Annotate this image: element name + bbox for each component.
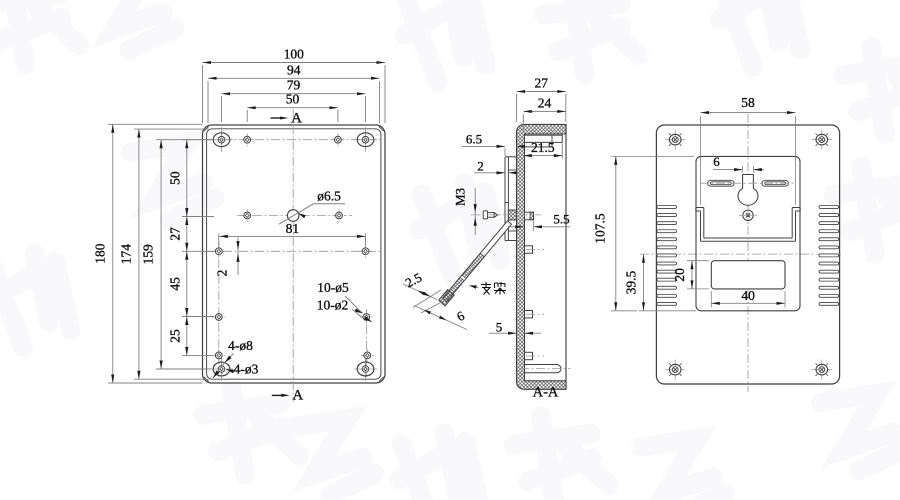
svg-text:24: 24	[538, 95, 552, 110]
svg-text:180: 180	[92, 243, 107, 264]
svg-text:81: 81	[286, 221, 300, 236]
svg-text:174: 174	[118, 244, 133, 265]
svg-text:58: 58	[741, 95, 755, 110]
svg-text:6.5: 6.5	[466, 132, 482, 147]
svg-text:45: 45	[168, 277, 183, 291]
svg-text:39.5: 39.5	[623, 270, 638, 294]
svg-text:A: A	[291, 110, 302, 126]
svg-text:27: 27	[534, 76, 548, 91]
svg-text:10-ø2: 10-ø2	[317, 298, 349, 313]
svg-text:2: 2	[215, 270, 230, 277]
svg-text:94: 94	[287, 62, 301, 77]
svg-text:10-ø5: 10-ø5	[317, 280, 349, 295]
svg-text:40: 40	[741, 288, 755, 303]
svg-text:107.5: 107.5	[593, 213, 608, 244]
svg-text:21.5: 21.5	[531, 140, 555, 155]
svg-text:ø6.5: ø6.5	[317, 188, 341, 203]
svg-text:6: 6	[713, 154, 720, 169]
svg-text:20: 20	[672, 268, 687, 282]
svg-text:2.5: 2.5	[403, 270, 424, 291]
svg-text:A: A	[292, 388, 303, 404]
svg-text:4-ø3: 4-ø3	[234, 362, 259, 377]
svg-text:2: 2	[477, 158, 484, 173]
svg-text:100: 100	[284, 47, 305, 62]
svg-text:M3: M3	[453, 188, 468, 206]
svg-text:5.5: 5.5	[553, 211, 569, 226]
svg-text:50: 50	[286, 92, 300, 107]
svg-text:4-ø8: 4-ø8	[228, 338, 253, 353]
svg-text:50: 50	[168, 171, 183, 185]
svg-text:5: 5	[496, 320, 503, 335]
svg-text:25: 25	[167, 329, 182, 343]
svg-text:27: 27	[168, 227, 183, 241]
svg-text:A-A: A-A	[533, 385, 559, 401]
svg-text:79: 79	[287, 78, 301, 93]
svg-text:159: 159	[141, 244, 156, 265]
